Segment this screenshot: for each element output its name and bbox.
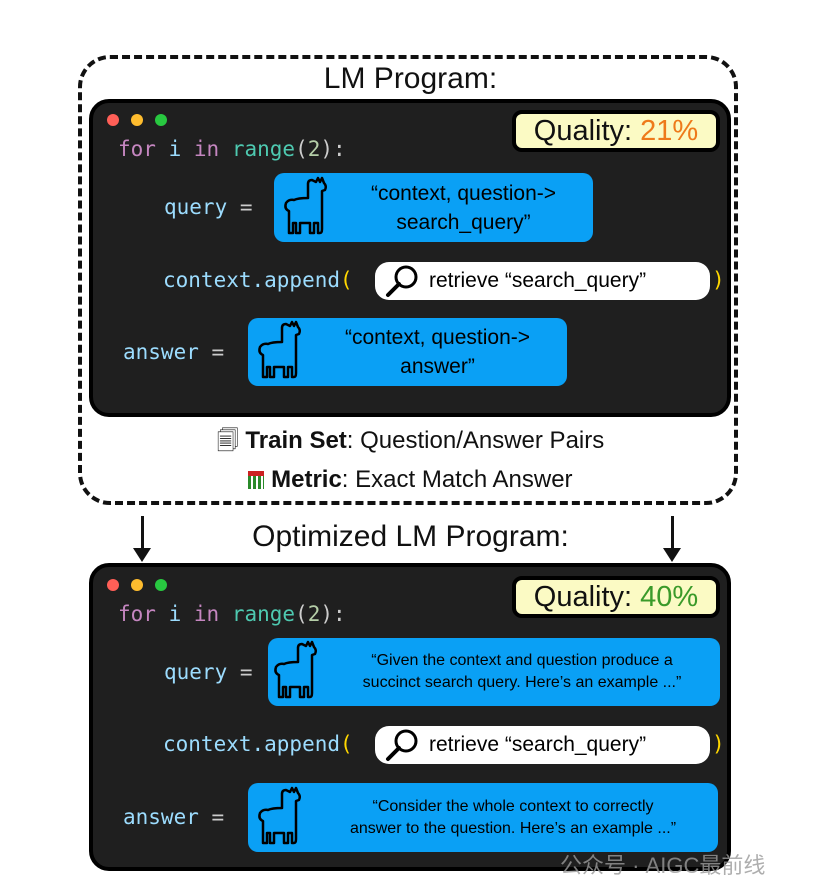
fn-range: range (231, 137, 296, 161)
kw-for: for (118, 602, 156, 626)
query-var: query (164, 195, 228, 219)
context-append-line: context.append( (163, 268, 353, 292)
watermark: 公众号 · AIGC最前线 (560, 853, 766, 878)
metric-line: Metric: Exact Match Answer (0, 466, 821, 494)
kw-in: in (193, 137, 220, 161)
quality-badge-optimized: Quality: 40% (512, 576, 720, 618)
quality-badge-original: Quality: 21% (512, 110, 720, 152)
quality-value: 21% (640, 115, 699, 147)
query-var: query (164, 660, 228, 684)
answer-assign: answer = (123, 340, 225, 364)
window-dot-green (155, 579, 167, 591)
window-dot-yellow (131, 579, 143, 591)
retrieve-label: retrieve “search_query” (429, 269, 647, 292)
retrieve-module: retrieve “search_query” (375, 262, 710, 300)
train-set-value: : Question/Answer Pairs (346, 427, 605, 454)
llama-icon (274, 640, 318, 699)
arrow-down-right (663, 516, 681, 562)
metric-value: : Exact Match Answer (341, 466, 573, 493)
quality-value: 40% (640, 581, 699, 613)
close-paren: ) (712, 732, 725, 756)
query-assign: query = (164, 195, 253, 219)
magnifier-icon (386, 265, 418, 297)
lm-program-title: LM Program: (323, 62, 498, 95)
optimized-answer-module: “Consider the whole context to correctly… (248, 783, 718, 852)
answer-signature-line2: answer” (400, 355, 475, 378)
answer-var: answer (123, 805, 199, 829)
answer-prompt-line2: answer to the question. Here’s an exampl… (349, 819, 677, 837)
llama-icon (258, 320, 302, 379)
metric-label: Metric (271, 466, 342, 493)
window-dot-yellow (131, 114, 143, 126)
loop-var: i (168, 602, 182, 626)
kw-in: in (193, 602, 220, 626)
close-paren: ) (712, 268, 725, 292)
range-arg: 2 (307, 602, 321, 626)
context-append: context.append (163, 732, 341, 756)
llama-icon (258, 786, 302, 844)
train-set-line: 🗐 Train Set: Question/Answer Pairs (0, 424, 821, 462)
answer-var: answer (123, 340, 199, 364)
loop-var: i (168, 137, 182, 161)
answer-signature-line1: “context, question-> (344, 326, 531, 349)
arrow-down-left (133, 516, 151, 562)
window-dot-green (155, 114, 167, 126)
documents-icon: 🗐 (216, 428, 239, 453)
query-signature-line2: search_query” (396, 210, 531, 234)
train-set-label: Train Set (245, 427, 347, 454)
window-dot-red (107, 579, 119, 591)
llama-icon (284, 176, 328, 234)
answer-module: “context, question-> answer” (248, 318, 567, 386)
query-signature-line1: “context, question-> (370, 181, 557, 205)
answer-assign: answer = (123, 805, 225, 829)
retrieve-module: retrieve “search_query” (375, 726, 710, 764)
query-module: “context, question-> search_query” (274, 173, 593, 242)
range-arg: 2 (307, 137, 321, 161)
context-append: context.append (163, 268, 341, 292)
quality-label: Quality: (533, 115, 633, 147)
optimized-title: Optimized LM Program: (252, 520, 569, 553)
query-prompt-line1: “Given the context and question produce … (371, 652, 673, 669)
quality-label: Quality: (533, 581, 633, 613)
metric-bars-icon (248, 471, 265, 489)
magnifier-icon (386, 729, 418, 761)
fn-range: range (231, 602, 296, 626)
answer-prompt-line1: “Consider the whole context to correctly (372, 797, 654, 815)
retrieve-label: retrieve “search_query” (429, 733, 647, 756)
window-dot-red (107, 114, 119, 126)
for-loop-line: for i in range(2): (118, 602, 346, 626)
kw-for: for (118, 137, 156, 161)
lm-program-frame (78, 55, 738, 505)
optimized-query-module: “Given the context and question produce … (268, 638, 720, 706)
for-loop-line: for i in range(2): (118, 137, 346, 161)
query-assign: query = (164, 660, 253, 684)
context-append-line: context.append( (163, 732, 353, 756)
query-prompt-line2: succinct search query. Here’s an example… (362, 674, 682, 691)
